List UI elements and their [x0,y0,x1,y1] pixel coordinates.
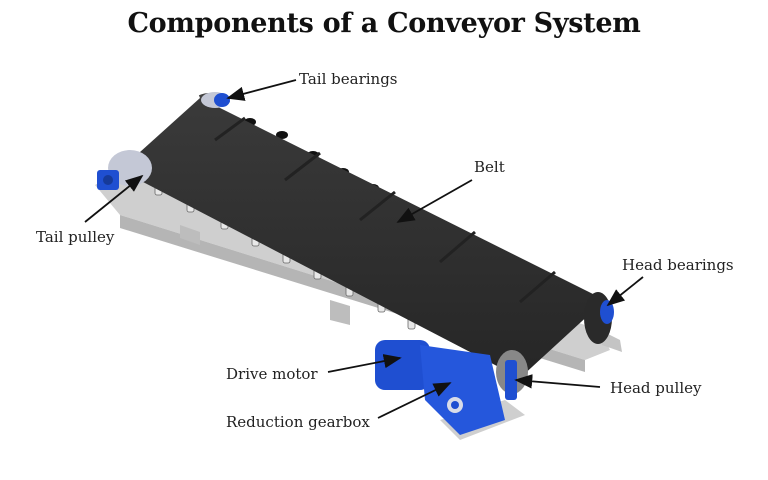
arrow-reduction-gearbox [377,382,452,419]
label-drive-motor: Drive motor [226,365,318,383]
label-tail-bearings: Tail bearings [299,70,398,88]
label-belt: Belt [474,158,505,176]
arrow-tail-pulley [84,174,144,223]
drive-unit [375,340,525,440]
label-tail-pulley: Tail pulley [36,228,115,246]
arrow-drive-motor [327,354,402,373]
head-bearings [505,300,614,400]
diagram-title: Components of a Conveyor System [127,8,641,39]
label-head-bearings: Head bearings [622,256,734,274]
arrow-belt [396,179,473,223]
callout-arrows [84,79,644,419]
label-head-pulley: Head pulley [610,379,702,397]
arrow-head-pulley [514,374,601,389]
label-reduction-gearbox: Reduction gearbox [226,413,370,431]
arrow-tail-bearings [226,79,297,101]
tail-bearings [97,93,230,190]
arrow-head-bearings [606,276,644,307]
